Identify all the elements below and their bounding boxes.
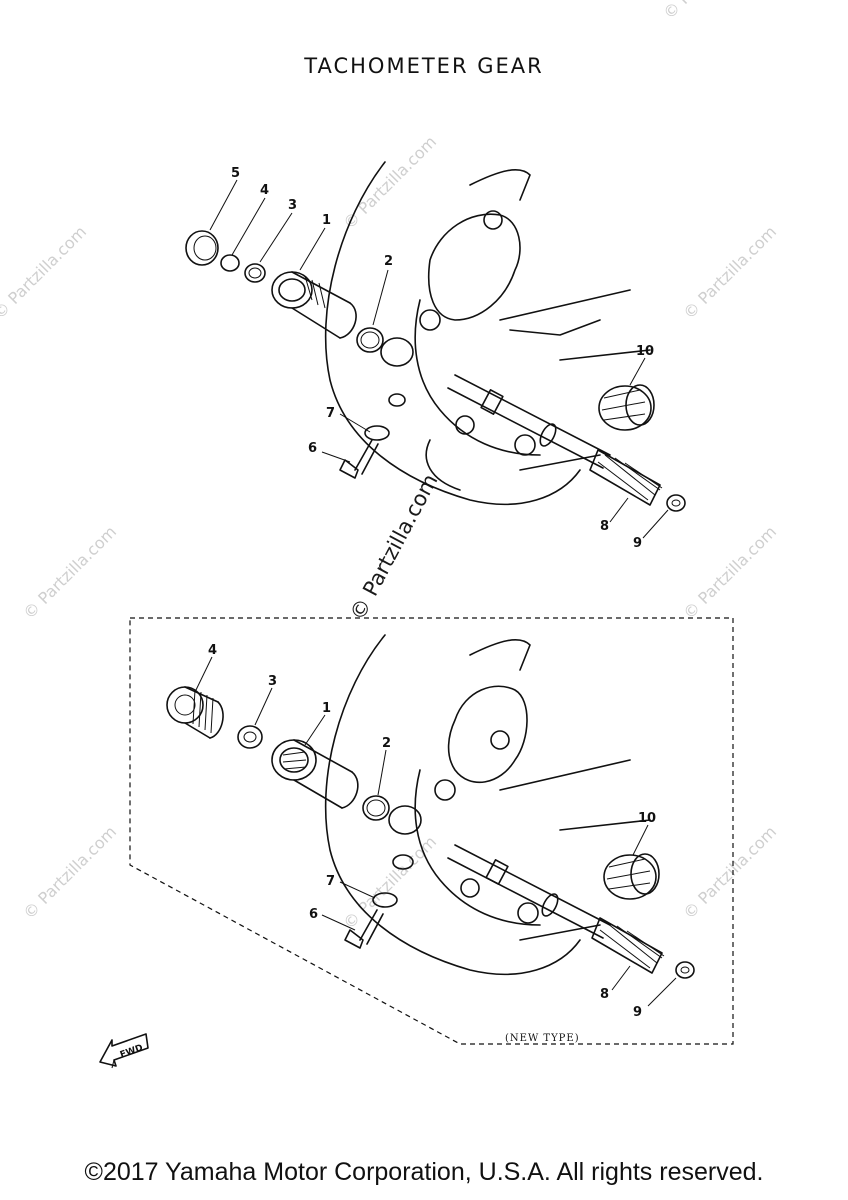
watermark: © Partzilla.com xyxy=(679,822,780,923)
upper-assembly: 5 4 3 1 2 10 7 6 8 9 xyxy=(185,161,686,551)
callout-5: 5 xyxy=(231,166,240,181)
lower-assembly: 4 3 1 2 10 7 6 8 9 (NEW TYPE) xyxy=(129,617,734,1045)
callout-3: 3 xyxy=(288,198,297,213)
callout-7: 7 xyxy=(326,874,335,889)
callout-2: 2 xyxy=(384,254,393,269)
callout-9: 9 xyxy=(633,1005,642,1020)
watermark: © Partzilla.com xyxy=(339,832,440,933)
callout-2: 2 xyxy=(382,736,391,751)
callout-10: 10 xyxy=(636,344,654,359)
new-type-frame xyxy=(129,617,734,1045)
callout-9: 9 xyxy=(633,536,642,551)
callout-1: 1 xyxy=(322,701,331,716)
callout-4: 4 xyxy=(208,643,217,658)
callout-4: 4 xyxy=(260,183,269,198)
callout-8: 8 xyxy=(600,987,609,1002)
fwd-arrow-icon: FWD xyxy=(99,1033,149,1069)
diagram-title: TACHOMETER GEAR xyxy=(304,54,544,78)
watermark: © Partzilla.com xyxy=(679,222,780,323)
callout-6: 6 xyxy=(309,907,318,922)
copyright-footer: ©2017 Yamaha Motor Corporation, U.S.A. A… xyxy=(84,1158,764,1186)
callout-3: 3 xyxy=(268,674,277,689)
watermark: © Partzilla.com xyxy=(339,132,440,233)
watermark: © Partzilla.com xyxy=(679,522,780,623)
callout-6: 6 xyxy=(308,441,317,456)
callout-8: 8 xyxy=(600,519,609,534)
watermark: © Partzilla.com xyxy=(19,822,120,923)
center-watermark: © Partzilla.com xyxy=(345,470,442,624)
callout-1: 1 xyxy=(322,213,331,228)
watermark: © Partzilla.com xyxy=(0,222,90,323)
callout-7: 7 xyxy=(326,406,335,421)
new-type-label: (NEW TYPE) xyxy=(505,1033,580,1044)
watermark: © Partzilla.com xyxy=(19,522,120,623)
watermark-group: © Partzilla.com © Partzilla.com © Partzi… xyxy=(0,0,780,933)
watermark: © Partzilla.com xyxy=(299,0,400,3)
watermark: © Partzilla.com xyxy=(659,0,760,23)
callout-10: 10 xyxy=(638,811,656,826)
